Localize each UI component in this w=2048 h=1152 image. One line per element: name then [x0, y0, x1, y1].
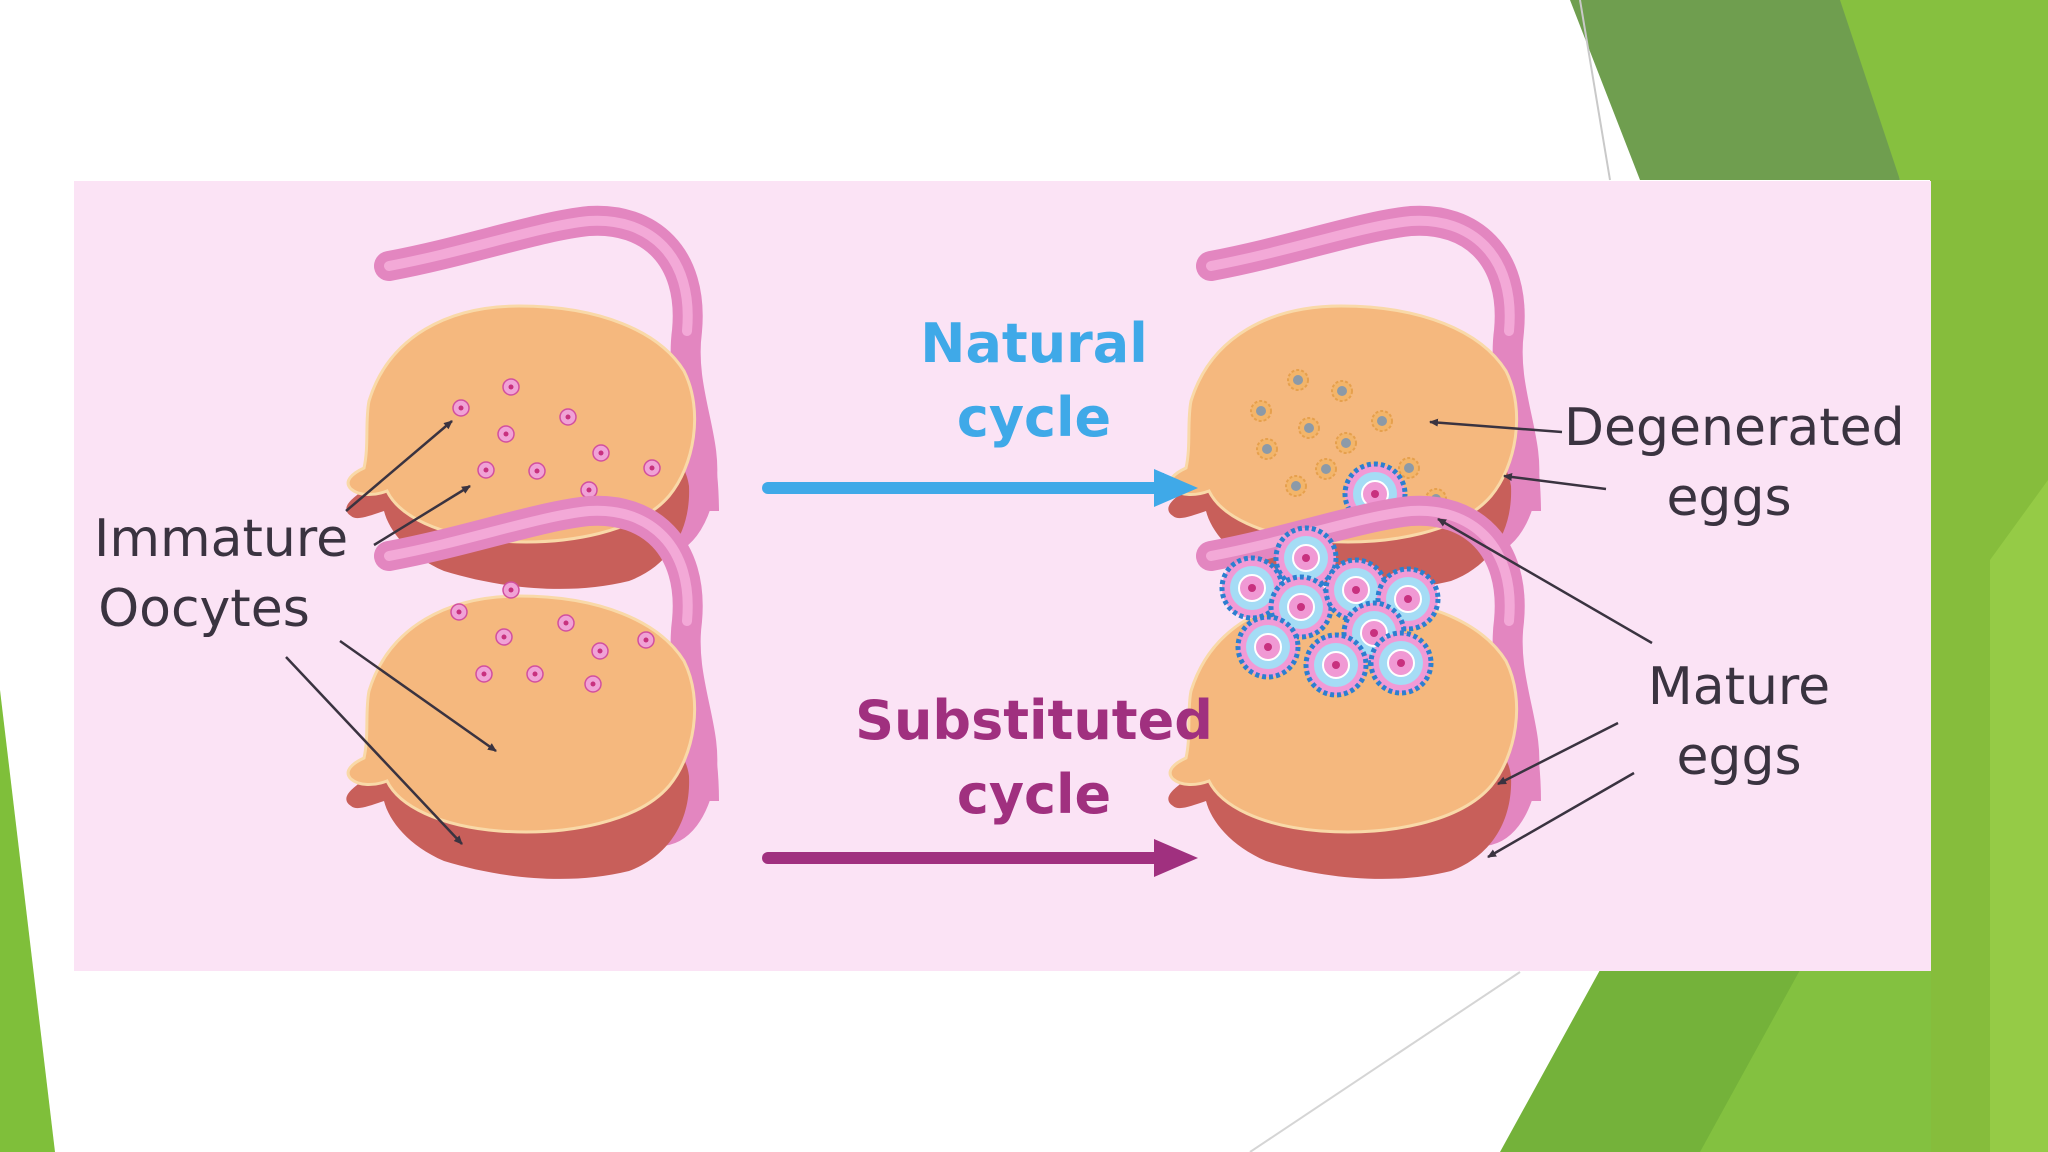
degenerated-egg [1398, 457, 1420, 479]
slide-guide-line-bottom [1249, 971, 1521, 1152]
ovulation-diagram [285, 181, 1653, 881]
degenerated-eggs-label: Degenerated eggs [1564, 393, 1905, 533]
immature-oocyte [495, 628, 513, 646]
substituted-cycle-label: Substituted cycle [809, 684, 1259, 832]
degenerated-egg [1298, 417, 1320, 439]
degenerated-egg [1256, 438, 1278, 460]
immature-oocyte [591, 642, 609, 660]
degenerated-egg [1335, 432, 1357, 454]
immature-oocyte [502, 378, 520, 396]
degenerated-egg [1315, 458, 1337, 480]
natural-cycle-label: Natural cycle [809, 307, 1259, 455]
mature-label-line1: Mature [1647, 657, 1831, 717]
immature-oocyte [584, 675, 602, 693]
natural-cycle-arrow [762, 469, 1198, 507]
degenerated-egg [1331, 380, 1353, 402]
degenerated-eggs-pointers [1429, 418, 1607, 491]
immature-oocyte [559, 408, 577, 426]
immature-oocyte [557, 614, 575, 632]
mature-eggs-pointers [1437, 517, 1653, 859]
mature-egg [1306, 635, 1366, 695]
immature-label-line1: Immature [94, 509, 349, 569]
natural-cycle-line1: Natural [920, 312, 1148, 375]
degenerated-egg [1285, 475, 1307, 497]
green-accent-bottom-right-light [1700, 970, 1931, 1152]
natural-cycle-line2: cycle [956, 386, 1112, 449]
immature-oocyte [450, 603, 468, 621]
immature-label-line2: Oocytes [98, 579, 310, 639]
immature-oocyte [475, 665, 493, 683]
immature-oocyte [528, 462, 546, 480]
substituted-cycle-line2: cycle [956, 763, 1112, 826]
immature-oocyte [452, 399, 470, 417]
immature-oocytes-label: Immature Oocytes [94, 504, 349, 644]
mature-label-line2: eggs [1676, 727, 1802, 787]
immature-oocyte [497, 425, 515, 443]
mature-egg [1238, 617, 1298, 677]
degenerated-label-line2: eggs [1666, 468, 1792, 528]
immature-oocyte [592, 444, 610, 462]
substituted-cycle-line1: Substituted [855, 689, 1213, 752]
immature-oocytes-pointers [285, 420, 497, 845]
green-accent-top-right-dark [1570, 0, 1900, 180]
green-accent-left [0, 690, 55, 1152]
immature-oocyte [637, 631, 655, 649]
immature-oocyte [477, 461, 495, 479]
green-accent-top-right-light [1840, 0, 2048, 180]
degenerated-egg [1371, 410, 1393, 432]
immature-oocyte [643, 459, 661, 477]
immature-oocyte [526, 665, 544, 683]
diagram-panel: Immature Oocytes Natural cycle Substitut… [74, 181, 1931, 971]
slide-guide-line [1579, 0, 1611, 181]
mature-egg [1371, 633, 1431, 693]
degenerated-label-line1: Degenerated [1564, 398, 1905, 458]
substituted-cycle-arrow [762, 839, 1198, 877]
degenerated-egg [1287, 369, 1309, 391]
mature-eggs-label: Mature eggs [1614, 652, 1864, 792]
immature-oocyte [580, 481, 598, 499]
green-accent-right-shade [1990, 480, 2048, 1152]
immature-oocyte [502, 581, 520, 599]
